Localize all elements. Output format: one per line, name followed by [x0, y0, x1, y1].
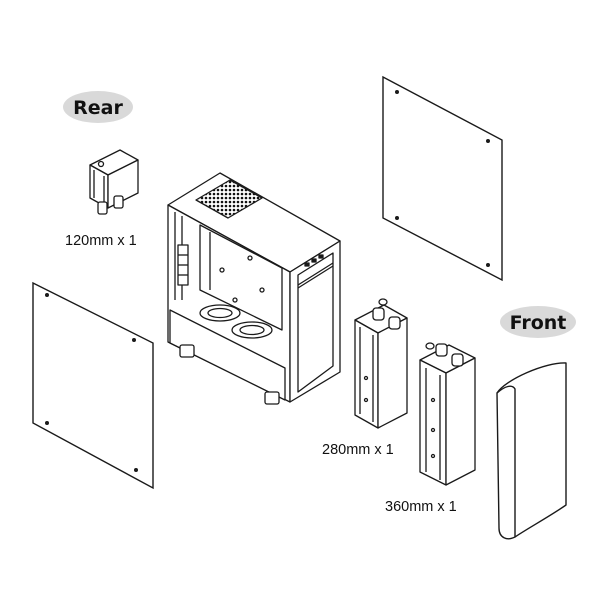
- rear-label-text: Rear: [73, 97, 123, 119]
- rear-label-pill: [63, 91, 133, 123]
- front-label-pill: [500, 306, 576, 338]
- front-label-text: Front: [510, 312, 567, 334]
- left-side-panel: [32, 281, 154, 490]
- caption-360mm: 360mm x 1: [385, 499, 457, 515]
- front-label: Front: [500, 306, 576, 338]
- chassis: [167, 172, 341, 405]
- radiator-360mm: [419, 342, 476, 486]
- rear-label: Rear: [63, 91, 133, 123]
- caption-120mm: 120mm x 1: [65, 233, 137, 249]
- radiator-280mm: [354, 298, 408, 429]
- radiator-120mm: [89, 149, 139, 215]
- caption-280mm: 280mm x 1: [322, 442, 394, 458]
- front-panel: [496, 362, 567, 540]
- top-vent: [195, 179, 263, 219]
- right-side-panel: [382, 75, 503, 282]
